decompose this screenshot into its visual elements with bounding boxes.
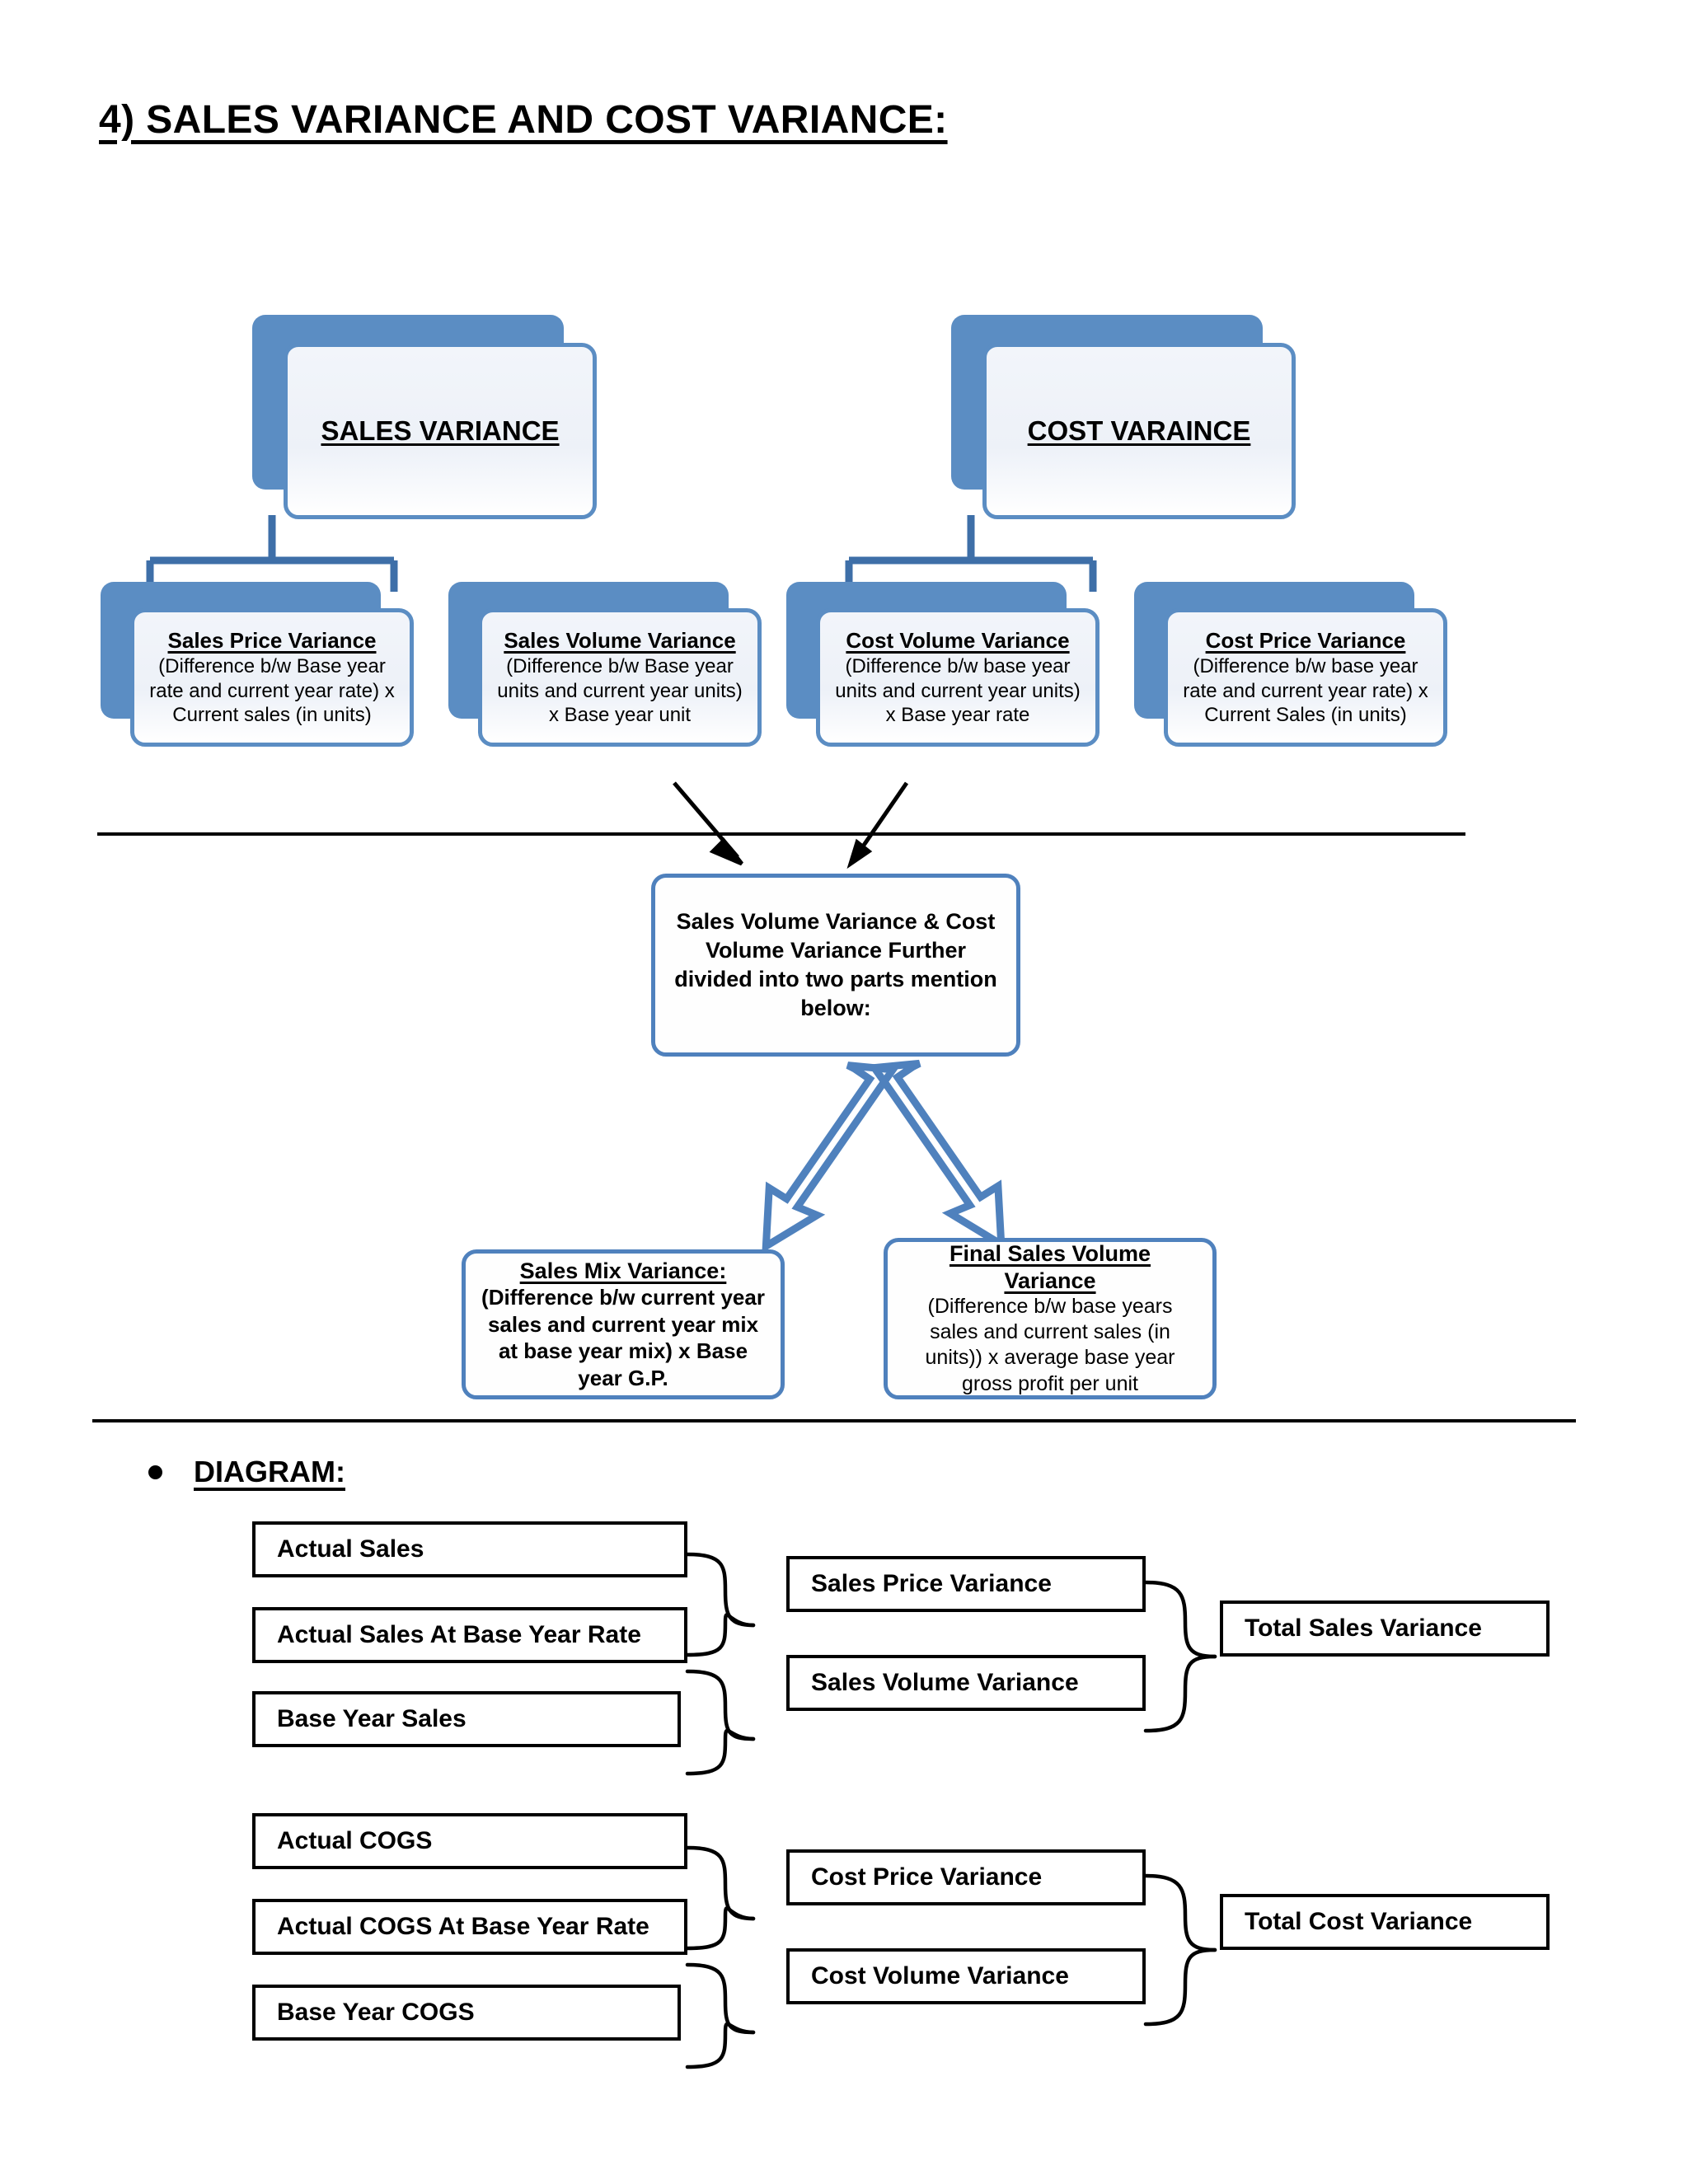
node-cost-price-variance[interactable]: Cost Price Variance (Difference b/w base…: [1134, 582, 1449, 748]
node-merge-note[interactable]: Sales Volume Variance & Cost Volume Vari…: [651, 874, 1020, 1057]
box-label: Base Year COGS: [277, 1999, 475, 2026]
node-title: Cost Price Variance: [1205, 627, 1406, 653]
box-label: Sales Volume Variance: [811, 1669, 1079, 1696]
diagram-variance-sales-price-variance[interactable]: Sales Price Variance: [786, 1556, 1146, 1612]
node-body: (Difference b/w Base year units and curr…: [497, 655, 743, 726]
diagram-total-cost-variance[interactable]: Total Cost Variance: [1220, 1894, 1550, 1950]
node-face: Cost Volume Variance (Difference b/w bas…: [816, 608, 1100, 747]
node-sales-variance[interactable]: SALES VARIANCE: [252, 315, 598, 521]
node-title: Sales Mix Variance:: [519, 1258, 727, 1283]
diagram-input-actual-sales[interactable]: Actual Sales: [252, 1521, 687, 1577]
node-face: Sales Price Variance (Difference b/w Bas…: [130, 608, 414, 747]
node-body: (Difference b/w base year units and curr…: [835, 655, 1081, 726]
diagram-heading-label: DIAGRAM:: [194, 1455, 345, 1488]
node-title: Final Sales Volume Variance: [949, 1241, 1151, 1293]
node-final-sales-volume-variance[interactable]: Final Sales Volume Variance (Difference …: [884, 1238, 1217, 1399]
diagram-input-actual-cogs-at-base-year-rate[interactable]: Actual COGS At Base Year Rate: [252, 1899, 687, 1955]
node-title: Cost Volume Variance: [846, 627, 1070, 653]
section-divider-top: [97, 832, 1465, 836]
box-label: Total Cost Variance: [1245, 1908, 1473, 1935]
box-label: Base Year Sales: [277, 1705, 467, 1732]
node-title: Sales Price Variance: [167, 627, 377, 653]
node-body: (Difference b/w base year rate and curre…: [1183, 655, 1428, 726]
box-label: Sales Price Variance: [811, 1570, 1052, 1597]
box-label: Total Sales Variance: [1245, 1615, 1482, 1642]
diagram-variance-sales-volume-variance[interactable]: Sales Volume Variance: [786, 1655, 1146, 1711]
node-face: COST VARAINCE: [982, 343, 1296, 519]
box-label: Actual COGS At Base Year Rate: [277, 1913, 649, 1940]
diagram-variance-cost-price-variance[interactable]: Cost Price Variance: [786, 1849, 1146, 1905]
node-cost-volume-variance[interactable]: Cost Volume Variance (Difference b/w bas…: [786, 582, 1101, 748]
bullet-icon: [148, 1465, 162, 1479]
node-title: Sales Volume Variance: [504, 627, 736, 653]
node-body: (Difference b/w current year sales and c…: [481, 1285, 765, 1390]
node-face: Cost Price Variance (Difference b/w base…: [1164, 608, 1447, 747]
box-label: Actual COGS: [277, 1827, 433, 1854]
diagram-input-actual-cogs[interactable]: Actual COGS: [252, 1813, 687, 1869]
node-title: COST VARAINCE: [1027, 415, 1251, 446]
node-face: Sales Volume Variance (Difference b/w Ba…: [478, 608, 762, 747]
diagram-variance-cost-volume-variance[interactable]: Cost Volume Variance: [786, 1948, 1146, 2004]
diagram-input-base-year-sales[interactable]: Base Year Sales: [252, 1691, 681, 1747]
diagram-input-base-year-cogs[interactable]: Base Year COGS: [252, 1985, 681, 2041]
node-face: SALES VARIANCE: [284, 343, 597, 519]
diagram-total-sales-variance[interactable]: Total Sales Variance: [1220, 1601, 1550, 1657]
node-sales-price-variance[interactable]: Sales Price Variance (Difference b/w Bas…: [101, 582, 415, 748]
box-label: Actual Sales: [277, 1535, 424, 1563]
node-sales-mix-variance[interactable]: Sales Mix Variance: (Difference b/w curr…: [462, 1249, 785, 1399]
box-label: Cost Price Variance: [811, 1863, 1043, 1891]
node-title: SALES VARIANCE: [321, 415, 560, 446]
node-body: (Difference b/w base years sales and cur…: [925, 1294, 1175, 1395]
diagram-input-actual-sales-at-base-year-rate[interactable]: Actual Sales At Base Year Rate: [252, 1607, 687, 1663]
node-sales-volume-variance[interactable]: Sales Volume Variance (Difference b/w Ba…: [448, 582, 763, 748]
box-label: Actual Sales At Base Year Rate: [277, 1621, 641, 1648]
node-body: (Difference b/w Base year rate and curre…: [149, 655, 395, 726]
section-divider-bottom: [92, 1419, 1576, 1422]
node-title: Sales Volume Variance & Cost Volume Vari…: [674, 908, 997, 1021]
diagram-section-heading: DIAGRAM:: [148, 1455, 345, 1489]
node-cost-variance[interactable]: COST VARAINCE: [951, 315, 1297, 521]
box-label: Cost Volume Variance: [811, 1962, 1069, 1990]
page-title: 4) SALES VARIANCE AND COST VARIANCE:: [99, 98, 948, 142]
